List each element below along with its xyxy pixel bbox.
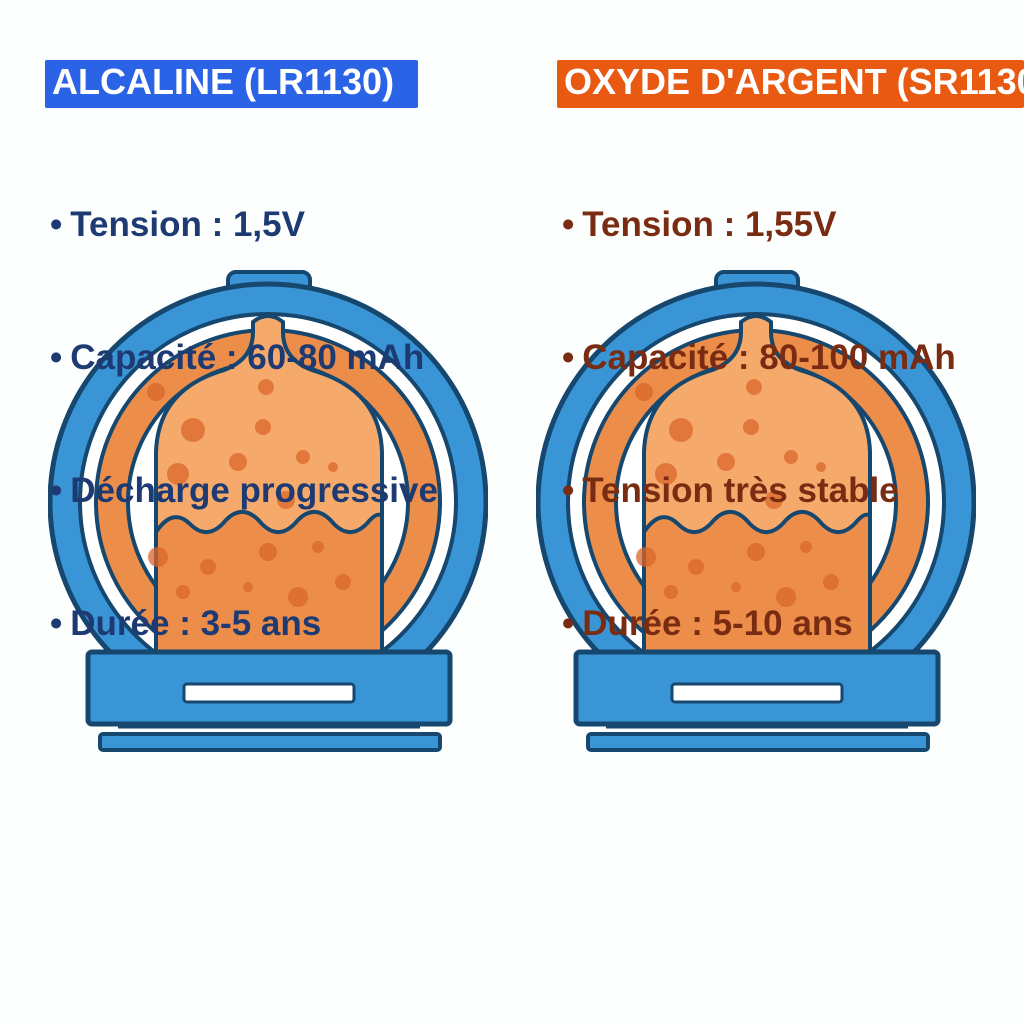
feature-text: Capacité : 80-100 mAh — [582, 338, 956, 377]
core-bubble — [784, 450, 798, 464]
base-slot — [670, 682, 844, 704]
anode-core-bottom — [642, 510, 872, 659]
core-bubble — [823, 574, 839, 590]
core-bubble — [259, 543, 277, 561]
bullet: • — [50, 471, 63, 510]
core-bubble — [743, 419, 759, 435]
alkaline-feature-lifetime: •Durée : 3-5 ans — [50, 604, 321, 644]
core-bubble — [167, 463, 189, 485]
anode-core-bottom — [154, 510, 384, 659]
core-bubble — [669, 418, 693, 442]
bullet: • — [562, 205, 575, 244]
alkaline-feature-capacity: •Capacité : 60-80 mAh — [50, 338, 424, 378]
core-bubble — [688, 559, 704, 575]
silver-oxide-feature-lifetime: •Durée : 5-10 ans — [562, 604, 853, 644]
core-bubble — [335, 574, 351, 590]
core-bubble — [148, 547, 168, 567]
feature-text: Tension très stable — [582, 471, 899, 510]
battery-svg — [536, 270, 976, 752]
feature-text: Capacité : 60-80 mAh — [70, 338, 425, 377]
core-bubble — [655, 463, 677, 485]
core-bubble — [288, 587, 308, 607]
base-slot — [182, 682, 356, 704]
core-bubble — [717, 453, 735, 471]
core-bubble — [243, 582, 253, 592]
feature-text: Tension : 1,55V — [582, 205, 837, 244]
core-bubble — [328, 462, 338, 472]
bullet: • — [50, 604, 63, 643]
bullet: • — [562, 604, 575, 643]
feature-text: Durée : 3-5 ans — [70, 604, 322, 643]
alkaline-feature-discharge: •Décharge progressive — [50, 471, 438, 511]
core-bubble — [816, 462, 826, 472]
core-bubble — [258, 379, 274, 395]
core-bubble — [765, 491, 783, 509]
core-bubble — [229, 453, 247, 471]
alkaline-battery-illustration — [48, 262, 488, 762]
core-bubble — [147, 383, 165, 401]
core-bubble — [776, 587, 796, 607]
feature-text: Décharge progressive — [70, 471, 438, 510]
core-bubble — [635, 383, 653, 401]
core-bubble — [181, 418, 205, 442]
core-bubble — [636, 547, 656, 567]
core-bubble — [277, 491, 295, 509]
silver-oxide-feature-capacity: •Capacité : 80-100 mAh — [562, 338, 956, 378]
alkaline-feature-voltage: •Tension : 1,5V — [50, 205, 305, 245]
bullet: • — [562, 471, 575, 510]
battery-svg — [48, 270, 488, 752]
core-bubble — [746, 379, 762, 395]
silver-oxide-title-badge: OXYDE D'ARGENT (SR1130) — [557, 60, 1024, 108]
alkaline-title-badge: ALCALINE (LR1130) — [45, 60, 418, 108]
core-bubble — [731, 582, 741, 592]
core-bubble — [200, 559, 216, 575]
core-bubble — [312, 541, 324, 553]
bullet: • — [50, 338, 63, 377]
core-bubble — [664, 585, 678, 599]
core-bubble — [176, 585, 190, 599]
core-bubble — [747, 543, 765, 561]
feature-text: Durée : 5-10 ans — [582, 604, 853, 643]
silver-oxide-battery-illustration — [536, 262, 976, 762]
feature-text: Tension : 1,5V — [70, 205, 305, 244]
silver-oxide-feature-voltage: •Tension : 1,55V — [562, 205, 836, 245]
base-foot — [586, 732, 930, 752]
bullet: • — [562, 338, 575, 377]
core-bubble — [800, 541, 812, 553]
bullet: • — [50, 205, 63, 244]
base-foot — [98, 732, 442, 752]
silver-oxide-feature-stability: •Tension très stable — [562, 471, 899, 511]
core-bubble — [255, 419, 271, 435]
core-bubble — [296, 450, 310, 464]
